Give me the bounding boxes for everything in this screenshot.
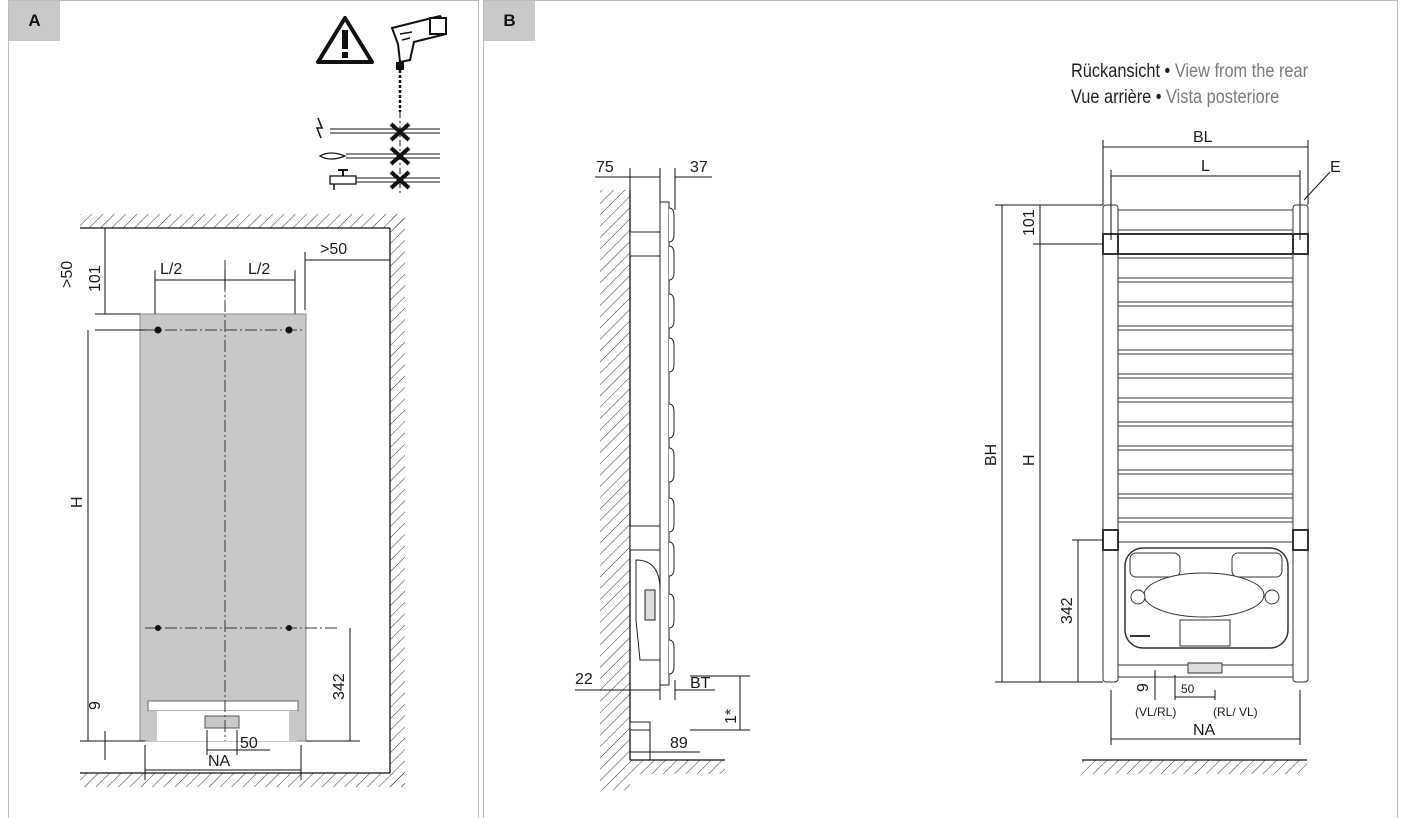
radiator-rear-view	[1102, 204, 1309, 683]
dim-rear-bottom-offset: 9	[1135, 683, 1152, 692]
dim-a-connection-spacing: 50	[240, 735, 258, 752]
caption-line-1: Rückansicht • View from the rear	[1071, 61, 1308, 83]
dim-rear-left-connection: (VL/RL)	[1135, 705, 1176, 719]
wall-hatching-a	[80, 214, 405, 787]
dim-side-depth-top: 37	[690, 159, 708, 176]
dim-rear-overall-width: BL	[1193, 129, 1213, 146]
dimension-lines-a	[80, 228, 390, 780]
dim-a-connection-distance: NA	[208, 753, 231, 770]
dim-side-wall-distance: 75	[596, 159, 614, 176]
panel-a-label: A	[9, 1, 60, 41]
dim-rear-right-connection: (RL/ VL)	[1213, 705, 1258, 719]
dim-a-clearance-side: >50	[320, 241, 347, 258]
dim-a-height: H	[69, 496, 86, 508]
dim-rear-connection-spacing: 50	[1181, 682, 1195, 696]
dim-rear-width: L	[1201, 158, 1210, 175]
dim-rear-bracket-height: 342	[1059, 597, 1076, 624]
dim-side-floor-offset: 89	[670, 735, 688, 752]
dim-rear-height: H	[1021, 454, 1038, 466]
dim-side-depth: BT	[690, 675, 711, 692]
dim-rear-connection-distance: NA	[1193, 722, 1216, 739]
panel-b-label: B	[484, 1, 535, 41]
dim-a-bracket-height: 342	[331, 673, 348, 700]
gas-pipe-icon	[318, 152, 440, 160]
radiator-side-view	[629, 201, 675, 731]
dimension-lines-rear	[995, 140, 1331, 745]
water-pipe-icon	[329, 169, 440, 190]
dim-a-half-left: L/2	[160, 261, 182, 278]
dim-side-floor-gap: 1*	[723, 709, 740, 724]
dim-a-top-offset: 101	[87, 265, 104, 292]
caption-separator-2: •	[1155, 87, 1162, 108]
dim-a-half-right: L/2	[248, 261, 270, 278]
dim-rear-end-cap: E	[1330, 159, 1341, 176]
drill-icon	[390, 14, 447, 196]
dim-a-bottom-offset: 9	[87, 701, 104, 710]
dimension-lines-side	[575, 168, 750, 760]
floor-hatching-rear	[1082, 759, 1307, 774]
warning-icon	[316, 16, 374, 64]
dim-a-clearance-top: >50	[59, 261, 76, 288]
dim-rear-overall-height: BH	[983, 444, 1000, 466]
caption-fr: Vue arrière	[1071, 87, 1152, 108]
caption-separator-1: •	[1164, 61, 1171, 82]
caption-line-2: Vue arrière • Vista posteriore	[1071, 87, 1279, 109]
electric-cable-icon	[315, 117, 440, 139]
no-drill-cross-icons	[389, 122, 411, 190]
panel-a: A	[8, 0, 479, 818]
caption-de: Rückansicht	[1071, 61, 1161, 82]
panel-b: B	[483, 0, 1398, 818]
dim-rear-top-offset: 101	[1021, 209, 1038, 236]
caption-en: View from the rear	[1174, 61, 1309, 82]
dim-side-bottom-wall: 22	[575, 671, 593, 688]
radiator-front-a	[139, 260, 340, 742]
caption-it: Vista posteriore	[1166, 87, 1280, 108]
